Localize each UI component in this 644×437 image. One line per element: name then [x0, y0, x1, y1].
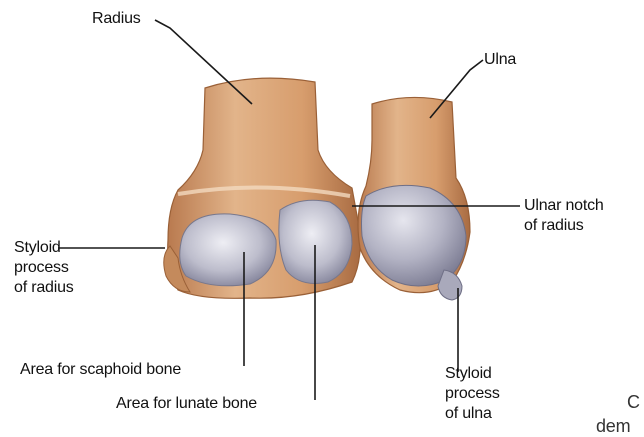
scaphoid-facet: [180, 214, 276, 286]
styloid-radius-label: Styloid process of radius: [14, 238, 74, 298]
radius-label: Radius: [92, 9, 141, 29]
styloid-ulna-label: Styloid process of ulna: [445, 364, 500, 424]
area-scaphoid-label: Area for scaphoid bone: [20, 360, 181, 380]
ulnar-notch-label: Ulnar notch of radius: [524, 196, 604, 236]
cut-off-text-c: C: [627, 392, 640, 412]
cut-off-text-dem: dem: [596, 416, 630, 436]
radius-leader: [155, 20, 252, 104]
ulna-label: Ulna: [484, 50, 516, 70]
ulna-leader: [430, 60, 483, 118]
area-lunate-label: Area for lunate bone: [116, 394, 257, 414]
